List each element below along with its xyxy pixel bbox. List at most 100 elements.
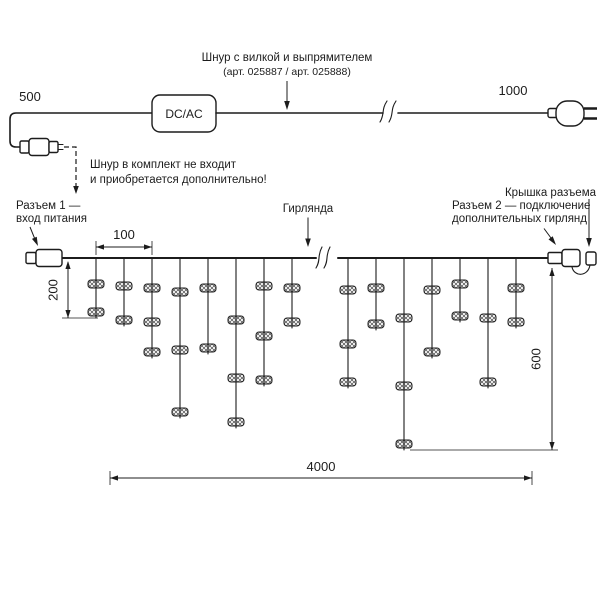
- connector2-label-1: Разъем 2 — подключение: [452, 200, 590, 212]
- connector1-arrow-line: [29, 226, 36, 239]
- cord-title-label: Шнур с вилкой и выпрямителем: [202, 52, 373, 64]
- dim-600-label: 600: [529, 348, 544, 370]
- garland-drop: [507, 257, 525, 329]
- lamp: [227, 417, 245, 427]
- lamp: [479, 377, 497, 387]
- lamp: [339, 339, 357, 349]
- connector2-neck: [547, 251, 563, 265]
- lamp: [395, 439, 413, 449]
- garland-drop: [451, 257, 469, 323]
- lamp: [507, 283, 525, 293]
- power-plug: [547, 100, 597, 127]
- dim-600-arrowhead-top: [549, 268, 555, 276]
- garland-break-mark-1: [315, 246, 323, 269]
- cord-break-mark-2: [388, 100, 397, 123]
- dim-4000-arrowhead-left: [110, 475, 118, 481]
- dim-600-arrowhead-bottom: [549, 442, 555, 450]
- garland-connector-1: [25, 248, 63, 268]
- lamp: [227, 315, 245, 325]
- cord-connector: [19, 137, 64, 157]
- lamp: [451, 279, 469, 289]
- dim-100-arrowhead-left: [96, 244, 104, 250]
- plug-prongs: [584, 107, 597, 120]
- lamp: [367, 319, 385, 329]
- lamp: [507, 317, 525, 327]
- lamp: [395, 313, 413, 323]
- lamp: [367, 283, 385, 293]
- dim-4000-label: 4000: [307, 459, 336, 474]
- note-line-2: и приобретается дополнительно!: [90, 174, 267, 186]
- garland-drop: [199, 257, 217, 355]
- dim-200-label: 200: [46, 279, 61, 301]
- connector1-label-1: Разъем 1 —: [16, 200, 81, 212]
- lamp: [423, 285, 441, 295]
- lamp: [199, 343, 217, 353]
- cord-dashed-extension: [64, 146, 77, 186]
- lamp: [171, 345, 189, 355]
- cord-left-wire: [9, 112, 153, 148]
- lamp: [339, 377, 357, 387]
- cord-connector-rear: [19, 140, 30, 154]
- cap-leash: [571, 264, 591, 275]
- dim-100-extensions: [95, 241, 153, 255]
- lamp: [143, 347, 161, 357]
- power-cord-section: 500 1000 Шнур с вилкой и выпрямителем (а…: [9, 52, 597, 194]
- garland-break-mark-2: [323, 246, 331, 269]
- garland-drop: [367, 257, 385, 331]
- garland-drop: [423, 257, 441, 359]
- lamp: [255, 281, 273, 291]
- garland-drop: [87, 257, 105, 319]
- connector2-label-2: дополнительных гирлянд: [452, 213, 587, 225]
- connector1-tip: [25, 251, 37, 265]
- cap-arrowhead: [586, 238, 592, 247]
- lamp: [143, 283, 161, 293]
- note-line-1: Шнур в комплект не входит: [90, 159, 237, 171]
- cord-break-mark-1: [379, 100, 388, 123]
- drops-group: [87, 257, 525, 451]
- plug-body: [555, 100, 585, 127]
- garland-drop: [479, 257, 497, 389]
- cord-title-arrowhead: [284, 101, 290, 110]
- cord-connector-pins: [57, 143, 64, 151]
- dim-100-label: 100: [113, 227, 135, 242]
- dim-1000-label: 1000: [499, 83, 528, 98]
- dcac-label: DC/AC: [165, 107, 203, 121]
- lamp: [255, 331, 273, 341]
- garland-connector-2: [547, 248, 597, 275]
- connector1-label-2: вход питания: [16, 213, 87, 225]
- lamp: [171, 287, 189, 297]
- garland-drop: [143, 257, 161, 359]
- lamp: [115, 315, 133, 325]
- cap-label: Крышка разъема: [505, 187, 597, 199]
- lamp: [479, 313, 497, 323]
- garland-drop: [395, 257, 413, 451]
- dim-100-arrowhead-right: [144, 244, 152, 250]
- dim-500-label: 500: [19, 89, 41, 104]
- garland-section: Разъем 1 — вход питания Гирлянда Крышка …: [16, 187, 597, 485]
- connector1-arrowhead: [31, 236, 38, 246]
- lamp: [255, 375, 273, 385]
- lamp: [451, 311, 469, 321]
- connector2-cap: [585, 251, 597, 266]
- lamp: [171, 407, 189, 417]
- cord-connector-body: [28, 137, 50, 157]
- garland-drop: [283, 257, 301, 329]
- garland-arrowhead: [305, 238, 311, 247]
- connector2-arrow-line: [543, 228, 552, 239]
- garland-drop: [171, 257, 189, 419]
- garland-drop: [115, 257, 133, 327]
- connector1-body: [35, 248, 63, 268]
- cord-art-label: (арт. 025887 / арт. 025888): [223, 66, 351, 78]
- dim-200-arrowhead-top: [65, 261, 71, 269]
- garland-drop: [255, 257, 273, 387]
- garland-drop: [227, 257, 245, 429]
- cord-connector-nose: [48, 140, 59, 154]
- connector2-arrowhead: [548, 236, 556, 245]
- lamp: [199, 283, 217, 293]
- lamp: [115, 281, 133, 291]
- lamp: [339, 285, 357, 295]
- lamp: [395, 381, 413, 391]
- lamp: [283, 317, 301, 327]
